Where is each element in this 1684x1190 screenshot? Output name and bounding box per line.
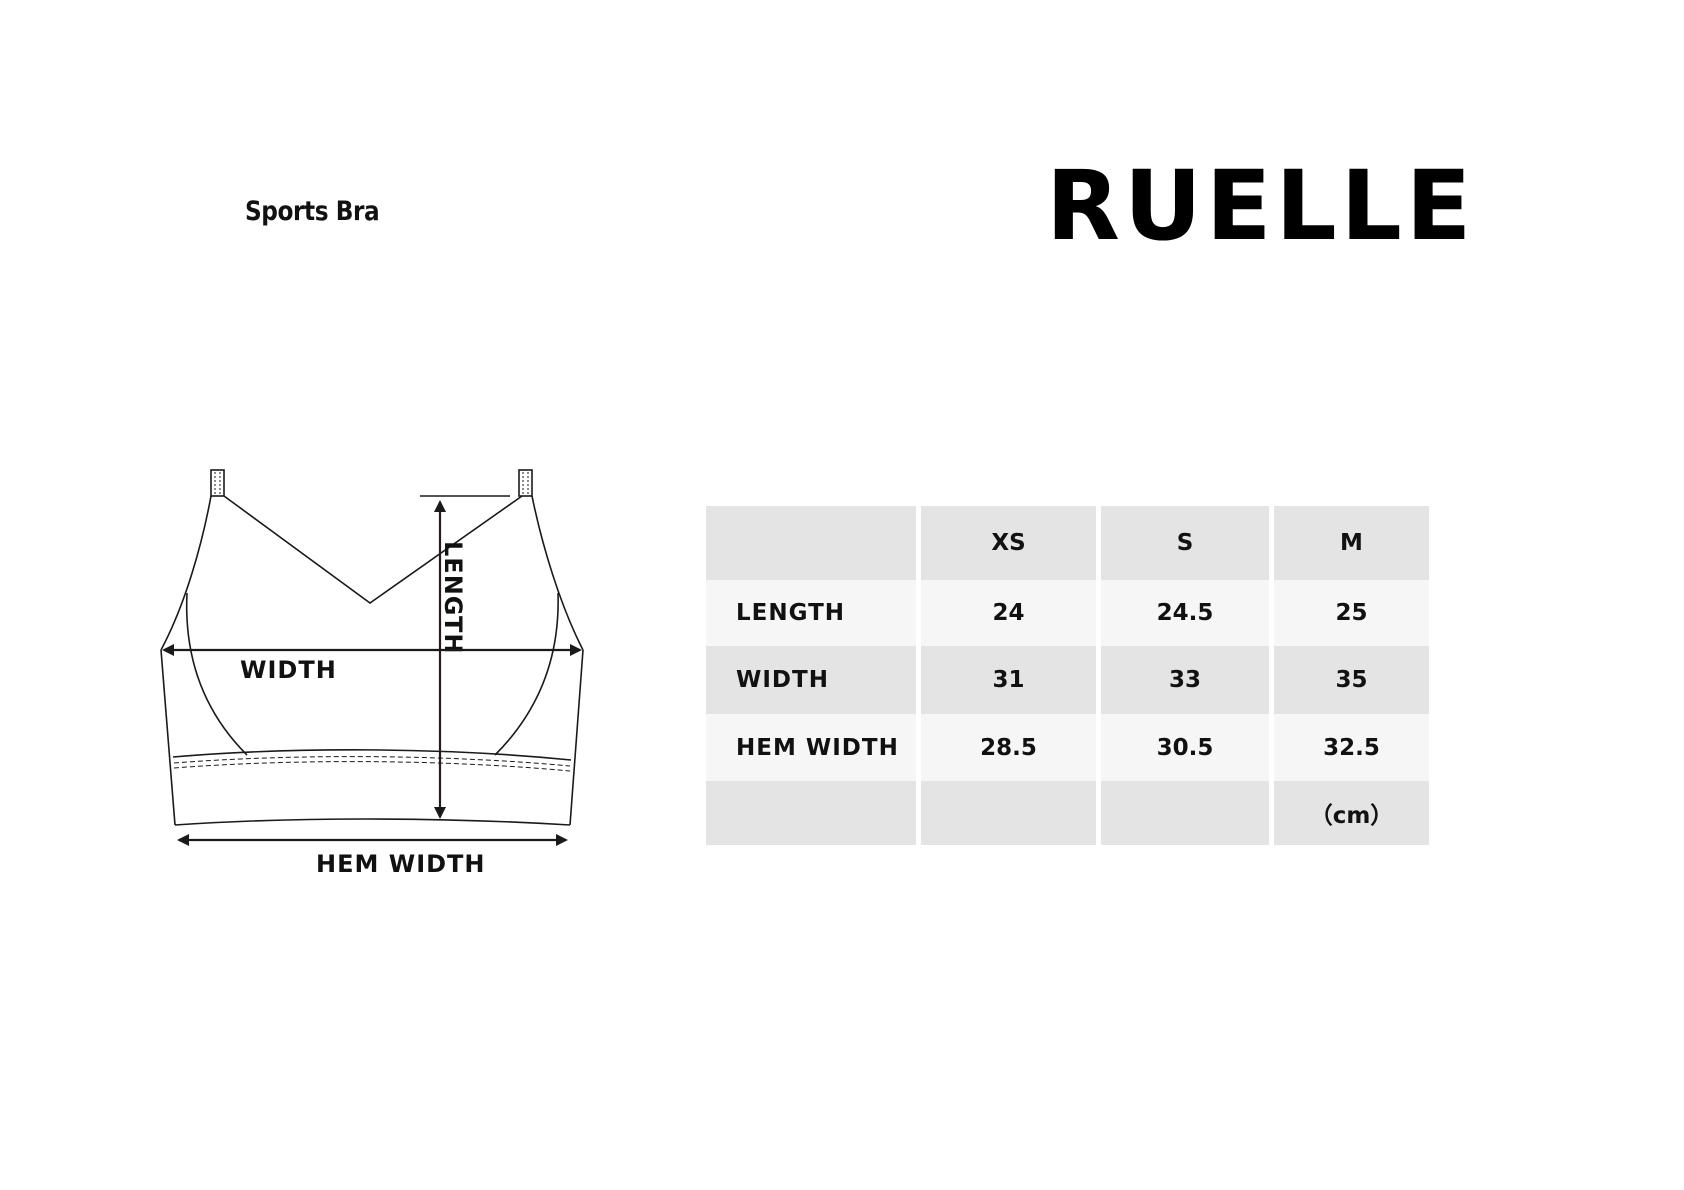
table-empty-cell — [921, 781, 1096, 845]
table-cell: 28.5 — [921, 714, 1096, 781]
table-header-xs: XS — [921, 506, 1096, 580]
table-cell: 24.5 — [1101, 580, 1269, 646]
table-cell: 30.5 — [1101, 714, 1269, 781]
width-label: WIDTH — [240, 656, 337, 684]
table-header-m: M — [1274, 506, 1429, 580]
left-strap — [210, 469, 225, 497]
table-cell: 32.5 — [1274, 714, 1429, 781]
table-cell: 25 — [1274, 580, 1429, 646]
table-empty-cell — [706, 781, 916, 845]
table-cell: 24 — [921, 580, 1096, 646]
table-cell: 35 — [1274, 646, 1429, 714]
table-header-s: S — [1101, 506, 1269, 580]
right-strap — [518, 469, 533, 497]
table-row-label-width: WIDTH — [706, 646, 916, 714]
garment-measurement-diagram: LENGTH WIDTH HEM WIDTH — [140, 455, 610, 895]
table-cell: 33 — [1101, 646, 1269, 714]
hem-width-label: HEM WIDTH — [316, 850, 486, 878]
unit-label: （cm） — [1274, 781, 1429, 845]
table-row-label-length: LENGTH — [706, 580, 916, 646]
table-cell: 31 — [921, 646, 1096, 714]
bra-outline — [160, 469, 584, 826]
brand-logo: RUELLE — [1046, 150, 1476, 262]
table-header-corner — [706, 506, 916, 580]
size-table: XS S M LENGTH 24 24.5 25 WIDTH 31 33 35 … — [706, 506, 1429, 845]
product-name: Sports Bra — [245, 196, 380, 227]
length-arrow — [420, 495, 510, 819]
table-empty-cell — [1101, 781, 1269, 845]
length-label: LENGTH — [439, 541, 467, 655]
table-row-label-hem-width: HEM WIDTH — [706, 714, 916, 781]
